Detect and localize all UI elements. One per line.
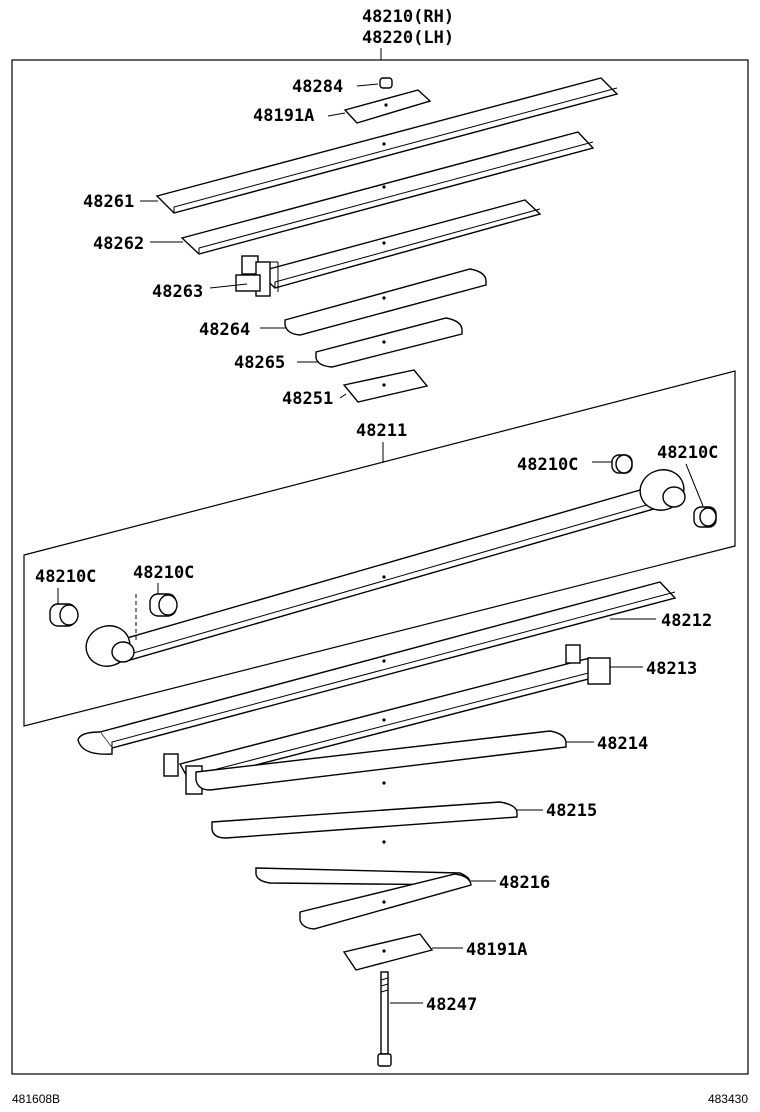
- callout-48191a-top: 48191A: [253, 106, 314, 126]
- callout-48263: 48263: [152, 282, 203, 302]
- footer-left-code: 481608B: [12, 1092, 60, 1106]
- callout-48210c-c: 48210C: [35, 567, 96, 587]
- part-48210c-bushing-left-outer[interactable]: [49, 603, 79, 627]
- part-48214-leaf[interactable]: [195, 730, 567, 791]
- part-48212-leaf[interactable]: [77, 581, 677, 755]
- callout-48214: 48214: [597, 734, 648, 754]
- callout-48262: 48262: [93, 234, 144, 254]
- part-48210c-bushing-left-inner[interactable]: [149, 593, 178, 617]
- callout-48251: 48251: [282, 389, 333, 409]
- callout-48215: 48215: [546, 801, 597, 821]
- part-48262-leaf[interactable]: [180, 131, 595, 255]
- part-48211-main-leaf[interactable]: [81, 464, 689, 672]
- callout-48211: 48211: [356, 421, 407, 441]
- callout-48264: 48264: [199, 320, 250, 340]
- part-48191a-bottom-plate[interactable]: [342, 933, 434, 971]
- callout-48210c-d: 48210C: [133, 563, 194, 583]
- part-48284-nut[interactable]: [379, 77, 393, 89]
- footer-right-code: 483430: [708, 1092, 748, 1106]
- part-48264-leaf[interactable]: [284, 268, 487, 336]
- part-48251-plate[interactable]: [342, 369, 429, 403]
- part-48263-leaf-with-clip[interactable]: [235, 199, 542, 297]
- callout-48210c-a: 48210C: [517, 455, 578, 475]
- assembly-label-lh: 48220(LH): [362, 28, 454, 48]
- part-48261-leaf[interactable]: [155, 77, 619, 214]
- callout-48210c-b: 48210C: [657, 443, 718, 463]
- callout-48216: 48216: [499, 873, 550, 893]
- part-48247-center-bolt[interactable]: [377, 971, 392, 1067]
- part-48191a-top-plate[interactable]: [343, 89, 432, 124]
- callout-48247: 48247: [426, 995, 477, 1015]
- part-48210c-bushing-upper-right[interactable]: [693, 506, 717, 528]
- part-48210c-bushing-upper-middle[interactable]: [611, 454, 633, 474]
- part-48213-leaf-with-clips[interactable]: [163, 644, 611, 795]
- callout-48212: 48212: [661, 611, 712, 631]
- assembly-label-rh: 48210(RH): [362, 7, 454, 27]
- callout-48213: 48213: [646, 659, 697, 679]
- part-48215-leaf[interactable]: [211, 801, 518, 844]
- callout-48265: 48265: [234, 353, 285, 373]
- callout-48284: 48284: [292, 77, 343, 97]
- subassembly-frame: [23, 370, 736, 727]
- callout-48261: 48261: [83, 192, 134, 212]
- part-48216-leaf[interactable]: [255, 867, 472, 930]
- outer-frame: [11, 59, 749, 1075]
- callout-48191a-bottom: 48191A: [466, 940, 527, 960]
